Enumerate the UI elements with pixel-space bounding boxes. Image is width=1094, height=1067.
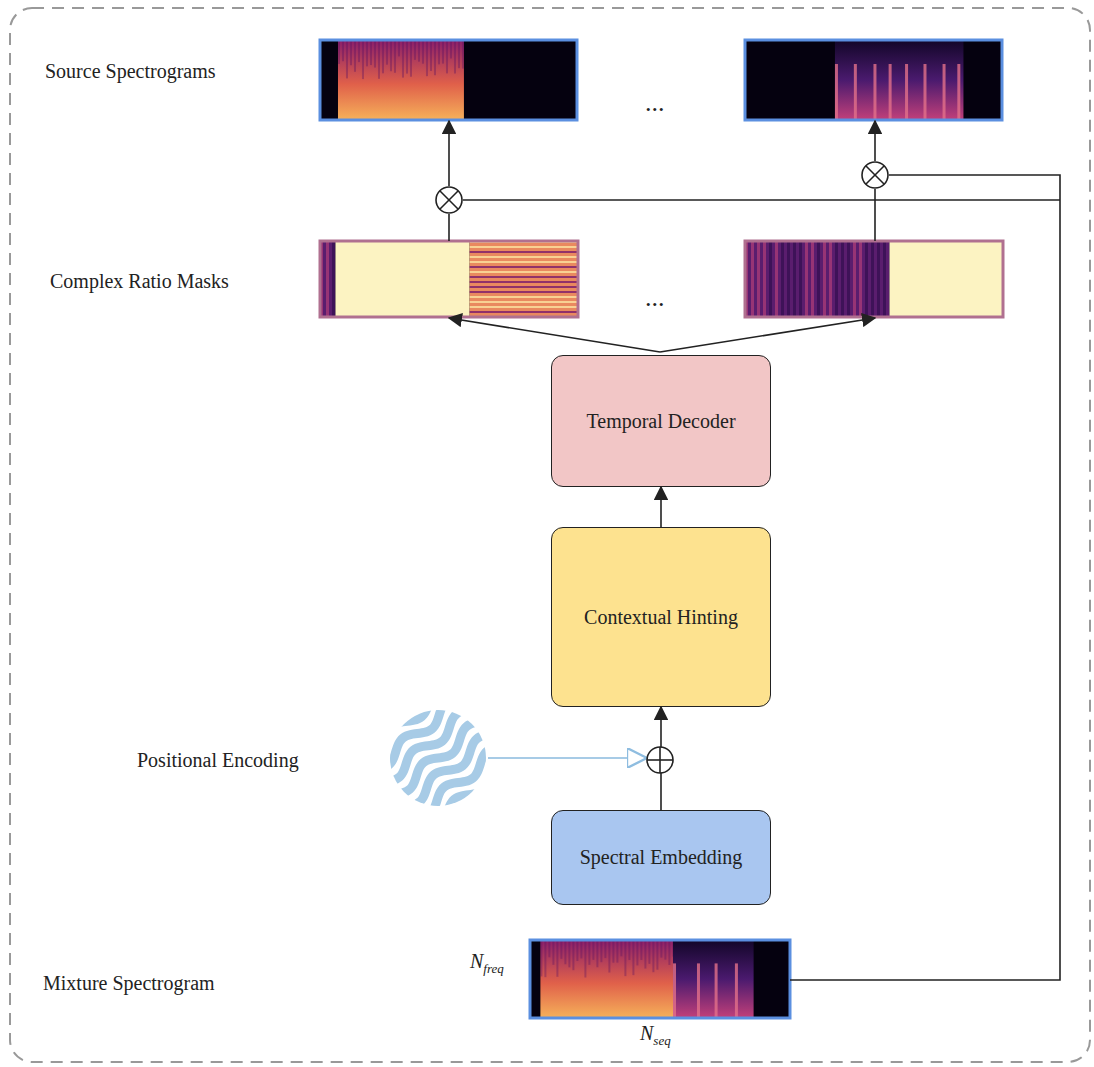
decoder-box: Temporal Decoder <box>551 355 771 487</box>
embedding-box: Spectral Embedding <box>551 810 771 905</box>
multiply-symbol <box>862 162 888 188</box>
mixture-feed-line <box>790 175 1060 980</box>
mask-line <box>874 189 876 241</box>
hinting-box: Contextual Hinting <box>551 527 771 707</box>
encoding-line <box>488 757 645 759</box>
add-symbol <box>647 747 673 773</box>
axis-label: Nfreq <box>470 950 504 977</box>
dashed-frame <box>10 8 1090 1062</box>
node-label: Contextual Hinting <box>584 604 738 631</box>
spectrogram-image <box>320 40 577 120</box>
mask-arrow <box>660 318 875 352</box>
spectrogram-image <box>745 40 1002 120</box>
flow-arrow <box>660 487 662 527</box>
source-arrow <box>448 121 450 186</box>
mask-line <box>448 214 450 241</box>
row-label: Mixture Spectrogram <box>43 972 215 995</box>
ellipsis: ... <box>645 283 665 313</box>
row-label: Positional Encoding <box>137 749 299 772</box>
spectrogram-image <box>530 940 790 1018</box>
row-label: Complex Ratio Masks <box>50 270 229 293</box>
axis-label: Nseq <box>640 1022 671 1049</box>
node-label: Spectral Embedding <box>580 844 743 871</box>
node-label: Temporal Decoder <box>586 408 735 435</box>
row-label: Source Spectrograms <box>45 60 216 83</box>
multiply-symbol <box>436 187 462 213</box>
mixture-feed-line <box>463 199 1060 201</box>
ellipsis: ... <box>645 88 665 118</box>
spectrogram-image <box>320 241 578 318</box>
source-arrow <box>874 121 876 161</box>
mask-arrow <box>449 318 660 352</box>
spectrogram-image <box>745 241 1003 317</box>
